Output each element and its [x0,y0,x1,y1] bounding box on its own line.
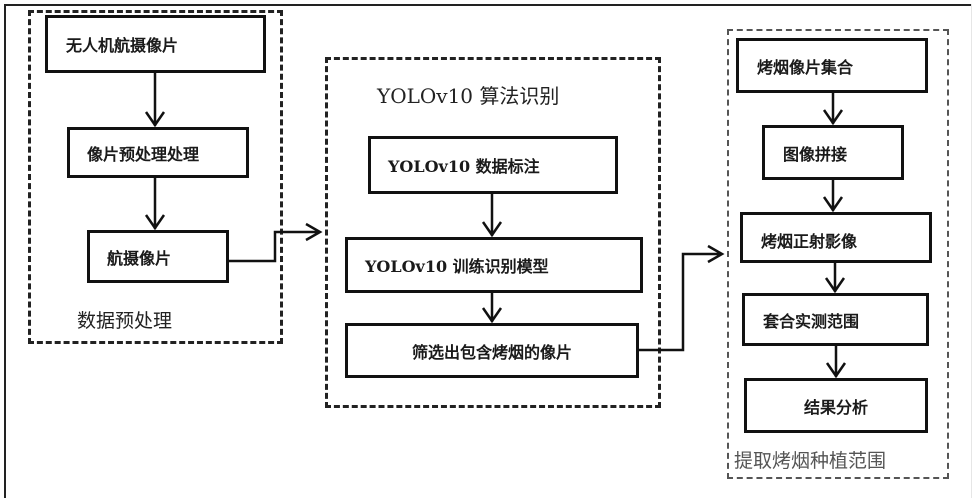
step-label: 结果分析 [803,397,868,417]
step-tobacco-photo-set: 烤烟像片集合 [736,38,928,93]
step-overlay-measured-area: 套合实测范围 [742,293,929,346]
step-filter-tobacco-photos: 筛选出包含烤烟的像片 [345,323,639,378]
step-yolo-training: YOLOv10 训练识别模型 [345,237,643,293]
step-label: 航摄像片 [107,248,172,268]
outer-frame-top [4,4,972,6]
step-label: 筛选出包含烤烟的像片 [411,342,572,362]
group-label-yolo: YOLOv10 算法识别 [377,84,560,108]
group-label-extract: 提取烤烟种植范围 [734,450,887,472]
step-result-analysis: 结果分析 [744,378,928,433]
step-label: 图像拼接 [783,144,848,164]
group-preprocess [28,10,283,344]
step-photo-preprocessing: 像片预处理处理 [67,127,249,178]
group-label-preprocess: 数据预处理 [77,310,173,332]
group-yolo [325,57,661,408]
step-label: 烤烟像片集合 [757,57,854,77]
step-yolo-annotation: YOLOv10 数据标注 [368,136,618,194]
step-aerial-photos: 航摄像片 [87,230,229,283]
step-label: YOLOv10 训练识别模型 [365,257,549,276]
step-label: 烤烟正射影像 [761,232,858,251]
step-image-mosaic: 图像拼接 [762,125,904,180]
step-label: 套合实测范围 [763,311,860,331]
step-label: 像片预处理处理 [87,144,200,164]
outer-frame-left [4,4,6,498]
step-uav-photos: 无人机航摄像片 [45,15,266,73]
step-label: YOLOv10 数据标注 [388,157,540,176]
step-label: 无人机航摄像片 [66,36,179,55]
group-extract [727,29,949,479]
outer-frame-right [971,4,972,498]
step-tobacco-orthophoto: 烤烟正射影像 [740,212,932,263]
